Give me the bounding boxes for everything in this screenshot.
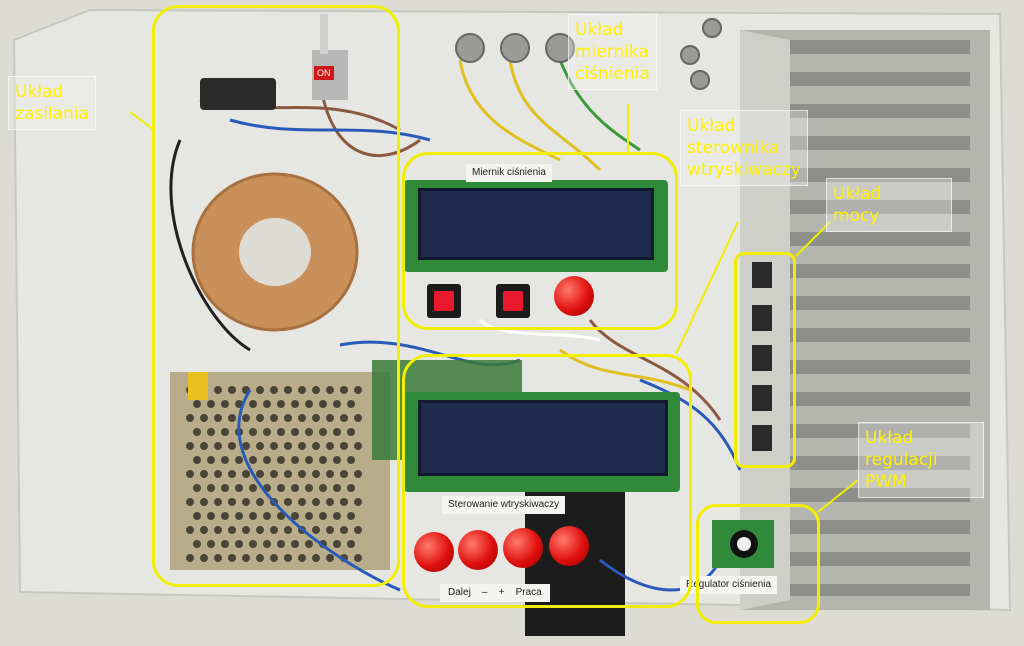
frame-pwm [696,504,820,624]
switch-label: ON [314,66,334,80]
plate-pressure-meter: Miernik ciśnienia [466,164,552,182]
injector-button-3[interactable] [503,528,543,568]
toroidal-transformer [191,172,359,332]
frame-power-stage [734,252,796,468]
connectors [455,18,722,90]
pressure-round-button[interactable] [554,276,594,316]
callout-power-stage: Układ mocy [826,178,952,232]
frame-power [152,5,400,587]
injector-button-4[interactable] [549,526,589,566]
injector-button-2[interactable] [458,530,498,570]
pressure-meter-lcd [418,188,654,260]
plate-button-plus: + [498,587,505,598]
frame-pressure [402,152,678,330]
transistors [752,262,772,451]
callout-pwm: Układ regulacji PWM [858,422,984,498]
pressure-square-button-2[interactable] [496,284,530,318]
callout-pressure: Układ miernika ciśnienia [568,14,657,90]
pressure-square-button-1[interactable] [427,284,461,318]
plate-regulator: Regulator ciśnienia [680,576,778,594]
callout-power: Układ zasilania [8,76,96,130]
plate-button-minus: – [481,587,488,598]
callout-injector: Układ sterownika wtryskiwaczy [680,110,808,186]
injector-button-1[interactable] [414,532,454,572]
power-socket [200,78,276,110]
plate-button-work: Praca [515,587,542,598]
plate-buttons: Dalej – + Praca [440,584,550,602]
plate-injector-control: Sterowanie wtryskiwaczy [442,496,566,514]
power-supply-unit [170,372,390,570]
frame-injector [402,354,692,608]
plate-button-next: Dalej [448,587,471,598]
injector-control-lcd [418,400,668,476]
